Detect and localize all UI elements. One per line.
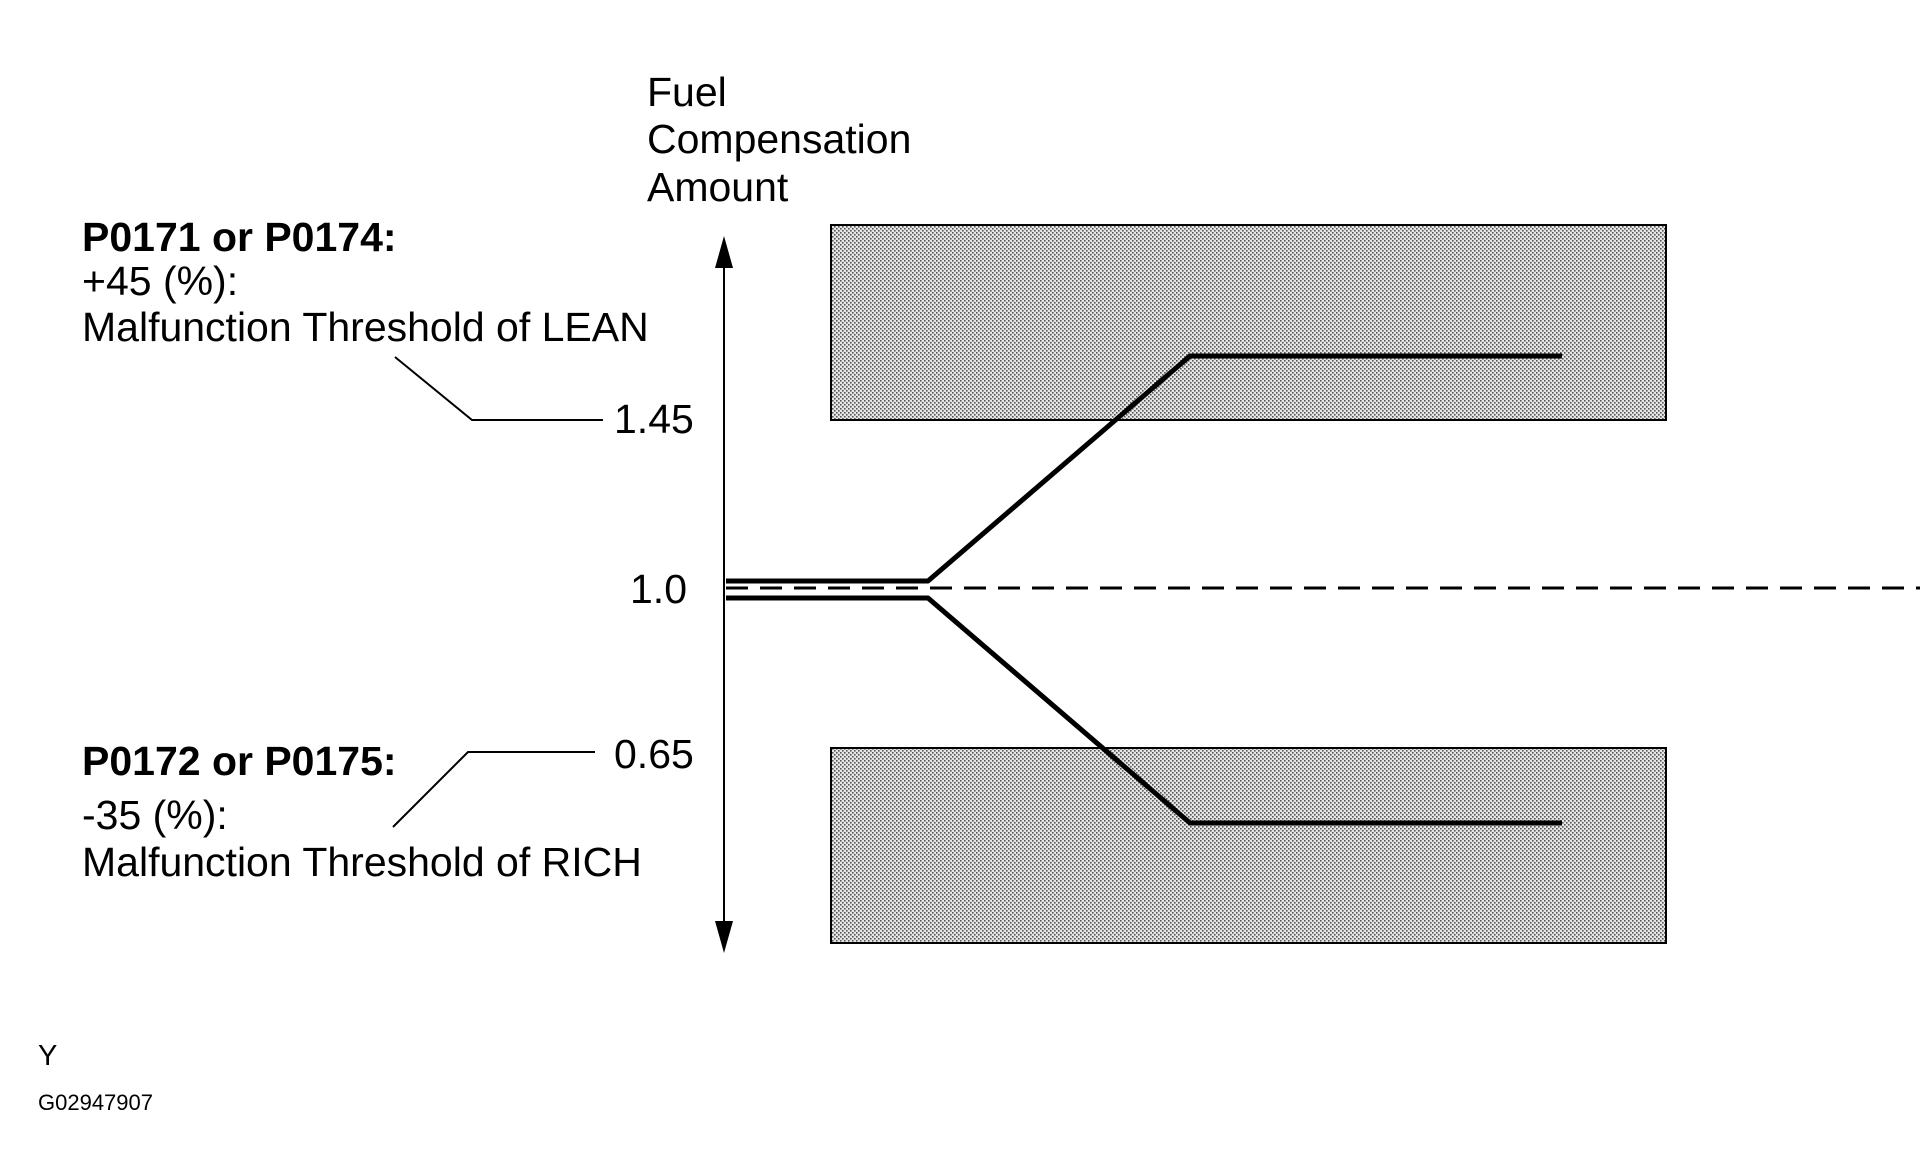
lean-malfunction-zone	[830, 224, 1667, 421]
figure-id: G02947907	[38, 1090, 153, 1115]
rich-leader-line	[392, 751, 595, 828]
lean-codes-label: P0171 or P0174:	[82, 214, 397, 260]
lean-leader-line	[394, 356, 603, 421]
tick-label-stoichiometric: 1.0	[630, 566, 687, 612]
lean-description-label: Malfunction Threshold of LEAN	[82, 304, 649, 350]
y-axis-label-line-1: Fuel	[647, 69, 727, 115]
corner-letter: Y	[38, 1040, 57, 1072]
rich-compensation-trace	[726, 595, 1562, 826]
lean-compensation-trace	[726, 353, 1562, 584]
rich-description-label: Malfunction Threshold of RICH	[82, 839, 642, 885]
y-axis-arrow-down-icon	[715, 921, 733, 953]
rich-percent-label: -35 (%):	[82, 792, 228, 838]
tick-label-rich-threshold: 0.65	[614, 731, 694, 777]
y-axis-label-line-3: Amount	[647, 164, 789, 210]
lean-percent-label: +45 (%):	[82, 258, 238, 304]
tick-label-lean-threshold: 1.45	[614, 396, 694, 442]
rich-malfunction-zone	[830, 747, 1667, 944]
rich-codes-label: P0172 or P0175:	[82, 738, 397, 784]
y-axis-arrow-up-icon	[715, 236, 733, 268]
y-axis-label-line-2: Compensation	[647, 116, 911, 162]
